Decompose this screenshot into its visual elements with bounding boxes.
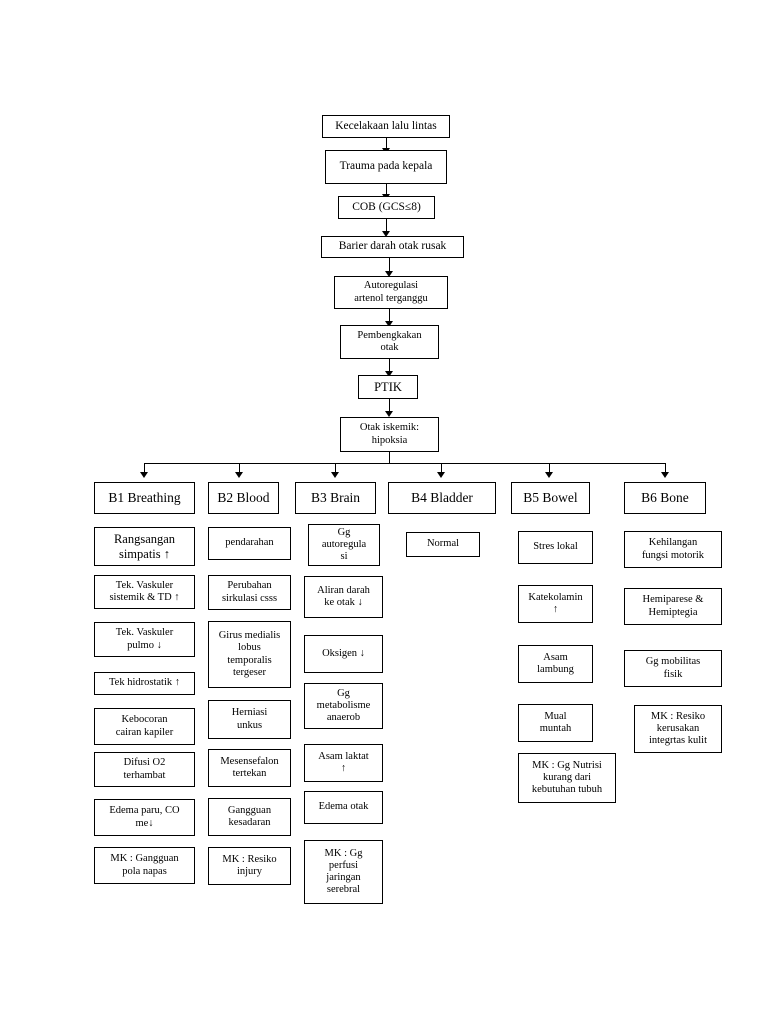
- connector-line: [386, 138, 387, 150]
- bus-branch-line: [144, 463, 145, 474]
- column-header-b3: B3 Brain: [295, 482, 376, 514]
- bus-branch-line: [665, 463, 666, 474]
- connector-line: [389, 309, 390, 323]
- b3-item-5: Asam laktat ↑: [304, 744, 383, 782]
- b6-item-4: MK : Resiko kerusakan integrtas kulit: [634, 705, 722, 753]
- chain-node-3: COB (GCS≤8): [338, 196, 435, 219]
- b6-item-3: Gg mobilitas fisik: [624, 650, 722, 687]
- b3-item-3: Oksigen ↓: [304, 635, 383, 673]
- column-header-b2: B2 Blood: [208, 482, 279, 514]
- connector-line: [389, 359, 390, 373]
- connector-arrow: [382, 231, 390, 237]
- b2-item-1: pendarahan: [208, 527, 291, 560]
- b3-item-4: Gg metabolisme anaerob: [304, 683, 383, 729]
- connector-line: [389, 258, 390, 275]
- bus-branch-arrow: [140, 472, 148, 478]
- bus-branch-arrow: [235, 472, 243, 478]
- bus-branch-arrow: [661, 472, 669, 478]
- connector-arrow: [385, 271, 393, 277]
- connector-line: [386, 219, 387, 235]
- b5-item-3: Asam lambung: [518, 645, 593, 683]
- b1-item-3: Tek. Vaskuler pulmo ↓: [94, 622, 195, 657]
- b1-item-5: Kebocoran cairan kapiler: [94, 708, 195, 745]
- connector-line: [386, 184, 387, 196]
- connector-arrow: [385, 371, 393, 377]
- chain-node-7: PTIK: [358, 375, 418, 399]
- b3-item-2: Aliran darah ke otak ↓: [304, 576, 383, 618]
- chain-node-2: Trauma pada kepala: [325, 150, 447, 184]
- b3-item-1: Gg autoregula si: [308, 524, 380, 566]
- bus-branch-arrow: [331, 472, 339, 478]
- bus-drop-line: [389, 452, 390, 463]
- b1-item-7: Edema paru, CO me↓: [94, 799, 195, 836]
- chain-node-5: Autoregulasi artenol terganggu: [334, 276, 448, 309]
- b6-item-2: Hemiparese & Hemiptegia: [624, 588, 722, 625]
- connector-arrow: [385, 321, 393, 327]
- bus-branch-line: [441, 463, 442, 474]
- b2-item-2: Perubahan sirkulasi csss: [208, 575, 291, 610]
- bus-branch-line: [549, 463, 550, 474]
- b3-item-7: MK : Gg perfusi jaringan serebral: [304, 840, 383, 904]
- chain-node-6: Pembengkakan otak: [340, 325, 439, 359]
- bus-branch-line: [239, 463, 240, 474]
- b1-item-6: Difusi O2 terhambat: [94, 752, 195, 787]
- b2-item-4: Herniasi unkus: [208, 700, 291, 739]
- chain-node-1: Kecelakaan lalu lintas: [322, 115, 450, 138]
- b2-item-6: Gangguan kesadaran: [208, 798, 291, 836]
- b2-item-7: MK : Resiko injury: [208, 847, 291, 885]
- bus-branch-arrow: [437, 472, 445, 478]
- bus-branch-line: [335, 463, 336, 474]
- b2-item-3: Girus medialis lobus temporalis tergeser: [208, 621, 291, 688]
- b4-item-1: Normal: [406, 532, 480, 557]
- column-header-b4: B4 Bladder: [388, 482, 496, 514]
- column-header-b6: B6 Bone: [624, 482, 706, 514]
- connector-arrow: [385, 411, 393, 417]
- b5-item-1: Stres lokal: [518, 531, 593, 564]
- b3-item-6: Edema otak: [304, 791, 383, 824]
- connector-line: [389, 399, 390, 415]
- b1-item-2: Tek. Vaskuler sistemik & TD ↑: [94, 575, 195, 609]
- bus-horizontal-line: [144, 463, 666, 464]
- chain-node-8: Otak iskemik: hipoksia: [340, 417, 439, 452]
- b2-item-3-text: Girus medialis lobus temporalis tergeser: [218, 630, 281, 678]
- b5-item-4: Mual muntah: [518, 704, 593, 742]
- column-header-b5: B5 Bowel: [511, 482, 590, 514]
- b1-item-4: Tek hidrostatik ↑: [94, 672, 195, 695]
- b6-item-1: Kehilangan fungsi motorik: [624, 531, 722, 568]
- b5-item-2: Katekolamin ↑: [518, 585, 593, 623]
- bus-branch-arrow: [545, 472, 553, 478]
- b1-item-1: Rangsangan simpatis ↑: [94, 527, 195, 566]
- column-header-b1: B1 Breathing: [94, 482, 195, 514]
- chain-node-4: Barier darah otak rusak: [321, 236, 464, 258]
- b5-item-5: MK : Gg Nutrisi kurang dari kebutuhan tu…: [518, 753, 616, 803]
- b2-item-5: Mesensefalon tertekan: [208, 749, 291, 787]
- b1-item-8: MK : Gangguan pola napas: [94, 847, 195, 884]
